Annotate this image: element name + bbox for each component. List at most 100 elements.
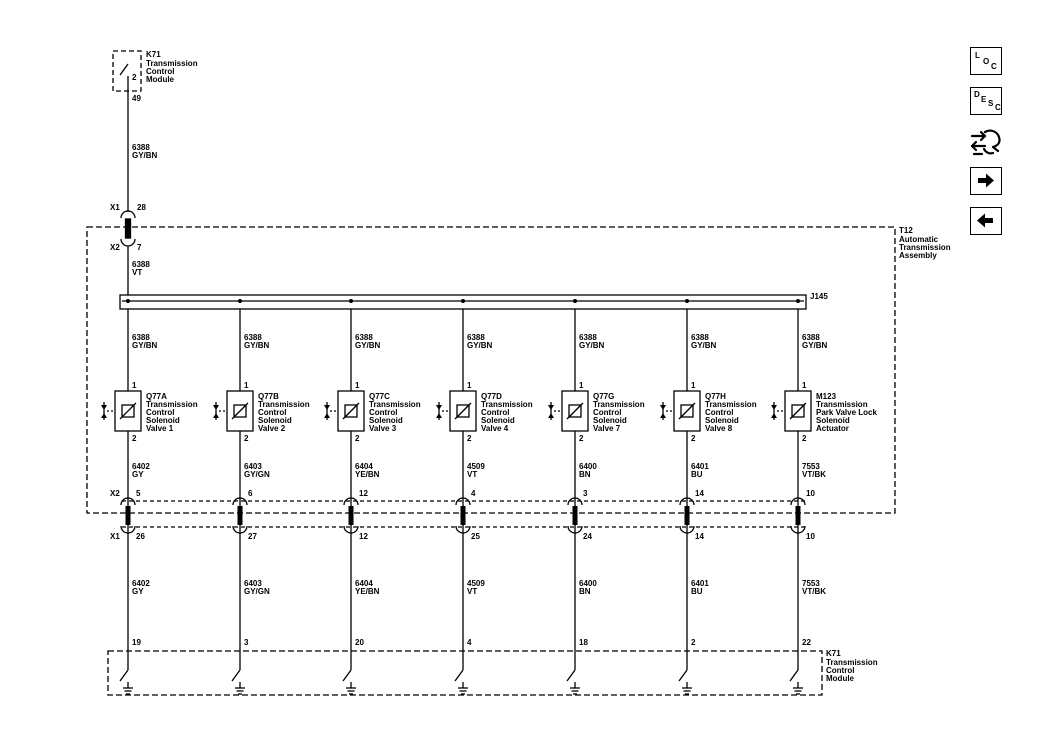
q77d-x1-pin: 25 [471,532,480,541]
q77g-feed-color: GY/BN [579,341,605,350]
q77h-coil-diagonal [678,402,696,420]
q77d-k71-pin: 4 [467,638,472,647]
next-page-button[interactable] [970,167,1002,195]
loc-letter-o: O [983,57,990,66]
q77c-feed-circuit: 6388 [355,333,373,342]
q77b-out-color: GY/GN [244,470,270,479]
q77a-name-3: Solenoid [146,416,180,425]
q77b-splice-dot [238,299,242,303]
m123-name-3: Solenoid [816,416,850,425]
q77c-out-color: YE/BN [355,470,380,479]
q77a-name-2: Control [146,408,174,417]
m123-out-circuit-lower: 7553 [802,579,820,588]
q77h-x2-cap [679,497,695,506]
m123-name-1: Transmission [816,400,868,409]
q77h-k71-pin: 2 [691,638,696,647]
q77a-actuator-arrow-up [101,413,107,418]
q77g-name-1: Transmission [593,400,645,409]
q77g-connector-pin [572,506,578,525]
q77d-splice-dot [461,299,465,303]
q77b-ref: Q77B [258,392,279,401]
k71-top-pin-inner: 2 [132,73,137,82]
q77d-actuator-arrow-up [436,413,442,418]
m123-x1-cap [790,525,806,534]
q77c-name-2: Control [369,408,397,417]
q77g-k71-pin: 18 [579,638,588,647]
q77h-k71-switch [678,669,688,682]
q77d-name-3: Solenoid [481,416,515,425]
q77d-x2-cap [455,497,471,506]
q77a-x2-cap [120,497,136,506]
q77c-k71-switch [342,669,352,682]
q77a-out-circuit: 6402 [132,462,150,471]
q77h-splice-dot [685,299,689,303]
q77g-x1-pin: 24 [583,532,592,541]
q77c-ref: Q77C [369,392,390,401]
q77a-coil-diagonal [119,402,137,420]
k71-bottom-name-1: Transmission [826,658,878,667]
desc-letter-s: S [988,99,994,108]
q77c-out-circuit-lower: 6404 [355,579,373,588]
m123-coil-symbol [791,404,805,418]
q77d-x2-pin: 4 [471,489,476,498]
q77a-feed-circuit: 6388 [132,333,150,342]
q77b-x2-pin: 6 [248,489,253,498]
desc-letter-e: E [981,95,987,104]
prev-page-button[interactable] [970,207,1002,235]
loc-button[interactable]: L O C [970,47,1002,75]
q77a-k71-switch [119,669,129,682]
k71-bottom-id: K71 [826,649,841,658]
q77b-pin2: 2 [244,434,249,443]
desc-button[interactable]: D E S C [970,87,1002,115]
x2-row-label: X2 [110,489,120,498]
k71-bottom-name-3: Module [826,674,855,683]
q77d-out-color: VT [467,470,477,479]
q77d-out-color-lower: VT [467,587,477,596]
q77h-feed-color: GY/BN [691,341,717,350]
connector-view-icon[interactable] [968,126,1004,160]
q77h-pin2: 2 [691,434,696,443]
q77b-actuator-arrow-up [213,413,219,418]
q77g-x2-pin: 3 [583,489,588,498]
q77h-out-circuit: 6401 [691,462,709,471]
x2-top-name: X2 [110,243,120,252]
q77h-name-2: Control [705,408,733,417]
m123-x2-pin: 10 [806,489,815,498]
q77c-actuator-arrow-down [324,405,330,410]
q77g-actuator-arrow-down [548,405,554,410]
t12-id: T12 [899,226,913,235]
q77a-splice-dot [126,299,130,303]
m123-name-4: Actuator [816,424,849,433]
q77b-name-1: Transmission [258,400,310,409]
m123-pin1: 1 [802,381,807,390]
q77c-k71-pin: 20 [355,638,364,647]
q77a-coil-symbol [121,404,135,418]
m123-x2-cap [790,497,806,506]
q77c-coil-symbol [344,404,358,418]
top-wire-color: GY/BN [132,151,158,160]
q77a-feed-color: GY/BN [132,341,158,350]
q77d-k71-switch [454,669,464,682]
m123-name-2: Park Valve Lock [816,408,877,417]
q77d-actuator-arrow-down [436,405,442,410]
m123-feed-color: GY/BN [802,341,828,350]
k71-top-switch [119,63,129,91]
q77c-out-color-lower: YE/BN [355,587,380,596]
m123-splice-dot [796,299,800,303]
q77c-connector-pin [348,506,354,525]
q77c-actuator-arrow-up [324,413,330,418]
q77h-name-1: Transmission [705,400,757,409]
q77h-coil-symbol [680,404,694,418]
top-wire-circuit: 6388 [132,143,150,152]
k71-top-name-3: Module [146,75,175,84]
q77d-pin1: 1 [467,381,472,390]
q77a-k71-pin: 19 [132,638,141,647]
loc-letter-l: L [975,51,980,60]
m123-pin2: 2 [802,434,807,443]
q77b-connector-pin [237,506,243,525]
q77d-feed-circuit: 6388 [467,333,485,342]
q77a-pin2: 2 [132,434,137,443]
m123-x1-pin: 10 [806,532,815,541]
q77d-coil-diagonal [454,402,472,420]
t12-assembly-box [86,226,896,514]
